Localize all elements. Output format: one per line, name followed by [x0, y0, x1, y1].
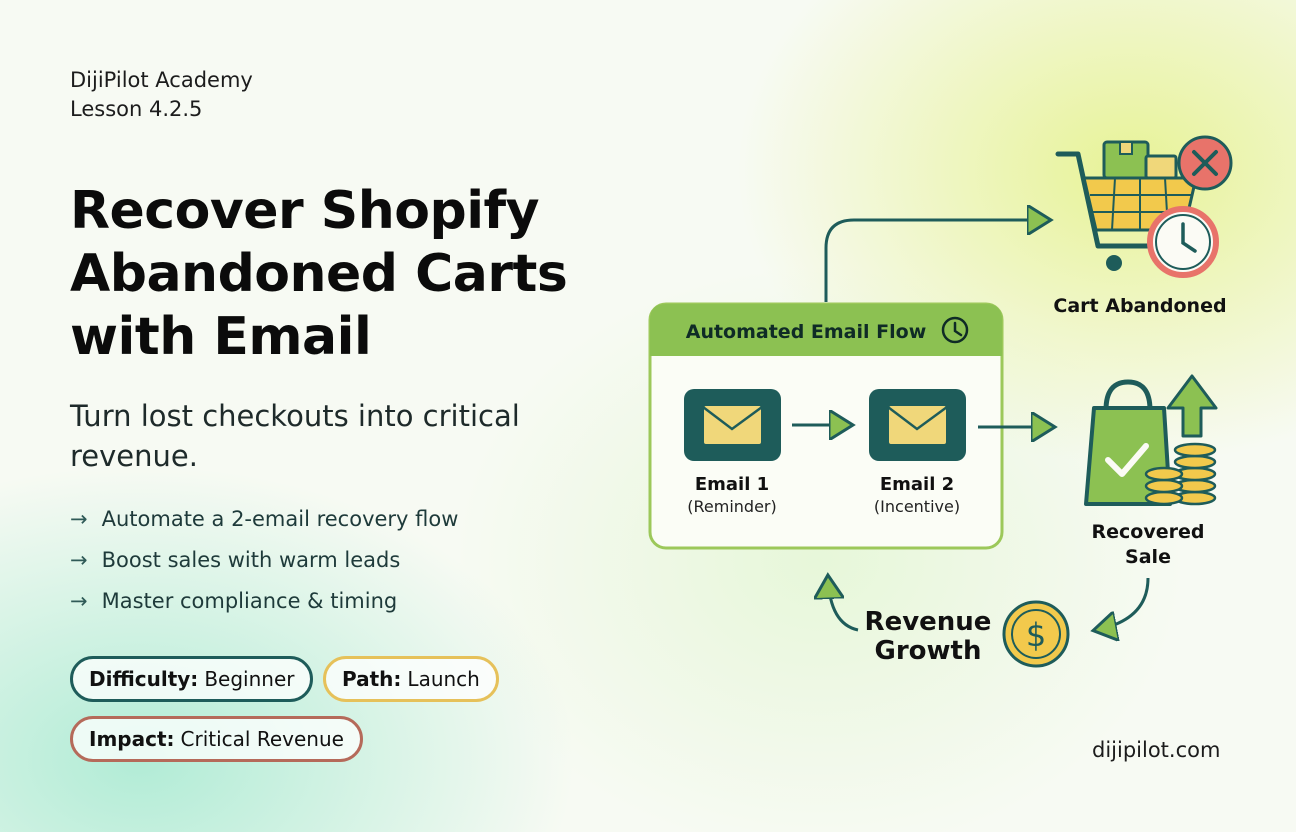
email-1-node: Email 1 (Reminder): [684, 389, 781, 516]
stopwatch-icon: [1147, 206, 1219, 278]
envelope-icon: [702, 404, 763, 446]
list-item-text: Automate a 2-email recovery flow: [101, 507, 459, 531]
website-url: dijipilot.com: [1092, 738, 1221, 762]
difficulty-value: Beginner: [204, 667, 295, 691]
connector-to-flow-box: [828, 578, 859, 632]
path-label: Path:: [342, 667, 402, 691]
recovered-sale-label-line2: Sale: [1125, 546, 1171, 568]
dollar-symbol: $: [1026, 616, 1046, 654]
connector-to-revenue: [1096, 577, 1150, 630]
list-item-text: Master compliance & timing: [101, 589, 398, 613]
lesson-number: Lesson 4.2.5: [70, 97, 203, 121]
impact-label: Impact:: [89, 727, 175, 751]
cart-abandoned-label: Cart Abandoned: [1053, 295, 1226, 317]
email-2-node: Email 2 (Incentive): [869, 389, 966, 516]
difficulty-badge: Difficulty: Beginner: [70, 656, 314, 702]
envelope-icon: [887, 404, 948, 446]
flow-title: Automated Email Flow: [686, 321, 927, 343]
list-item: → Boost sales with warm leads: [70, 540, 458, 581]
academy-name: DijiPilot Academy: [70, 68, 253, 92]
path-value: Launch: [407, 667, 480, 691]
revenue-growth-label-line1: Revenue: [865, 607, 992, 637]
arrow-right-icon: →: [70, 548, 88, 572]
clock-icon: [941, 316, 969, 344]
list-item: → Automate a 2-email recovery flow: [70, 499, 458, 540]
impact-value: Critical Revenue: [180, 727, 344, 751]
email-2-title: Email 2: [880, 474, 954, 495]
academy-header: DijiPilot Academy Lesson 4.2.5: [70, 66, 253, 124]
email-2-note: (Incentive): [874, 497, 960, 516]
recovered-sale-label-line1: Recovered: [1092, 521, 1205, 543]
impact-badge: Impact: Critical Revenue: [70, 716, 363, 762]
arrow-right-icon: →: [70, 507, 88, 531]
path-badge: Path: Launch: [323, 656, 499, 702]
page-subtitle: Turn lost checkouts into critical revenu…: [70, 399, 520, 473]
revenue-growth-label-line2: Growth: [875, 636, 982, 666]
page-title: Recover Shopify Abandoned Carts with Ema…: [70, 181, 568, 367]
email-1-title: Email 1: [695, 474, 769, 495]
connector-to-cart: [824, 220, 1048, 302]
benefit-list: → Automate a 2-email recovery flow → Boost…: [70, 499, 458, 622]
cancel-icon: [1177, 135, 1233, 191]
list-item-text: Boost sales with warm leads: [101, 548, 401, 572]
dollar-coin-icon: $: [1002, 600, 1070, 668]
arrow-up-icon: [1166, 374, 1218, 438]
coin-stack-icon: [1144, 442, 1217, 506]
arrow-right-icon: →: [70, 589, 88, 613]
email-1-note: (Reminder): [687, 497, 776, 516]
list-item: → Master compliance & timing: [70, 581, 458, 622]
difficulty-label: Difficulty:: [89, 667, 199, 691]
